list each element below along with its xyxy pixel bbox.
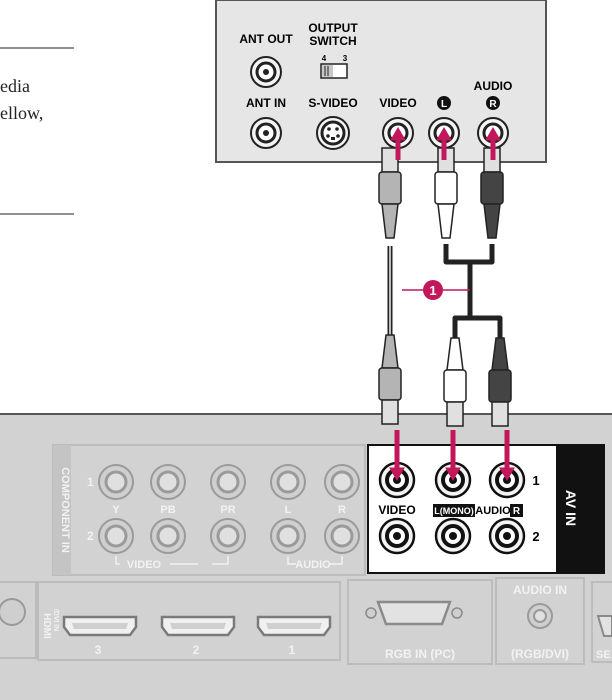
hdmi-logo: HDMI (41, 613, 52, 639)
hdmi-3-port[interactable] (62, 615, 138, 637)
rgb-in-port[interactable] (365, 600, 463, 626)
component-pb-2-jack[interactable] (149, 517, 187, 555)
av-audio-label: AUDIO (475, 505, 511, 517)
av-row-2-label: 2 (532, 529, 539, 544)
audio-in-sub-label: (RGB/DVI) (511, 647, 569, 661)
component-r-label: R (338, 504, 346, 516)
component-r-jack[interactable] (323, 463, 361, 501)
component-in-label: COMPONENT IN (59, 467, 71, 553)
av-r-badge (510, 504, 523, 517)
callout-number: 1 (429, 283, 436, 298)
component-pr-label: PR (220, 504, 235, 516)
av-video-2-jack[interactable] (378, 517, 416, 555)
hdmi-dvi-label: /DVI IN (52, 609, 59, 632)
hdmi-2-label: 2 (193, 643, 200, 657)
audio-label: AUDIO (474, 79, 513, 93)
hdmi-1-port[interactable] (256, 615, 332, 637)
av-lmono-badge (433, 504, 475, 517)
plug-audio-left-top (434, 147, 458, 239)
rgb-in-label: RGB IN (PC) (385, 647, 455, 661)
audio-in-jack[interactable] (527, 603, 553, 629)
component-pr-jack[interactable] (209, 463, 247, 501)
audio-bracket-label: AUDIO (295, 559, 331, 571)
switch-channel-3: 3 (343, 54, 348, 63)
av-audio-right-2-jack[interactable] (488, 517, 526, 555)
component-l-jack[interactable] (269, 463, 307, 501)
video-label: VIDEO (379, 96, 416, 110)
plug-audio-right-bottom (488, 337, 512, 427)
ant-in-label: ANT IN (246, 96, 286, 110)
ant-out-label: ANT OUT (239, 32, 293, 46)
hdmi-3-label: 3 (95, 643, 102, 657)
insertion-arrows (389, 127, 515, 481)
manual-text-line-1: edia (0, 76, 30, 96)
left-edge-port (0, 581, 37, 659)
av-in-label: AV IN (563, 490, 579, 526)
component-row-1-label: 1 (87, 475, 94, 489)
component-in-section (52, 444, 366, 576)
component-y-jack[interactable] (97, 463, 135, 501)
component-r-2-jack[interactable] (323, 517, 361, 555)
plug-audio-right-top (480, 147, 504, 239)
callout-badge (423, 280, 443, 300)
component-y-label: Y (112, 504, 120, 516)
se-partial-label: SE (596, 649, 611, 661)
av-in-section (367, 444, 605, 574)
ant-in-jack[interactable] (249, 116, 283, 150)
component-pr-2-jack[interactable] (209, 517, 247, 555)
component-video-2-jack[interactable] (97, 517, 135, 555)
audio-left-badge (437, 96, 451, 110)
manual-text-line-2: ellow, (0, 103, 44, 123)
audio-right-badge (486, 96, 500, 110)
output-switch-label-1: OUTPUT (308, 21, 358, 35)
av-audio-left-2-jack[interactable] (434, 517, 472, 555)
right-edge-port (591, 581, 612, 663)
component-l-2-jack[interactable] (269, 517, 307, 555)
s-video-label: S-VIDEO (308, 96, 357, 110)
component-l-label: L (285, 504, 292, 516)
plug-video-top (378, 147, 402, 239)
video-bracket-label: VIDEO (127, 559, 162, 571)
ant-out-jack[interactable] (249, 55, 283, 89)
component-pb-label: PB (160, 504, 175, 516)
plug-audio-left-bottom (443, 337, 467, 427)
av-row-1-label: 1 (532, 473, 539, 488)
cable-wires (387, 244, 503, 338)
audio-bracket (287, 556, 343, 565)
av-video-label: VIDEO (378, 503, 415, 517)
output-switch-label-2: SWITCH (309, 34, 356, 48)
audio-in-label: AUDIO IN (513, 583, 567, 597)
component-row-2-label: 2 (87, 529, 94, 543)
audio-left-letter: L (441, 99, 447, 110)
hdmi-2-port[interactable] (160, 615, 236, 637)
s-video-jack[interactable] (316, 116, 350, 150)
video-bracket (115, 556, 229, 565)
switch-channel-4: 4 (322, 54, 327, 63)
plug-video-bottom (378, 334, 402, 425)
output-switch-toggle[interactable] (320, 63, 348, 79)
hdmi-1-label: 1 (289, 643, 296, 657)
audio-right-letter: R (489, 99, 497, 110)
av-r-label: R (513, 506, 521, 517)
component-pb-jack[interactable] (149, 463, 187, 501)
av-lmono-label: L(MONO) (434, 506, 474, 516)
